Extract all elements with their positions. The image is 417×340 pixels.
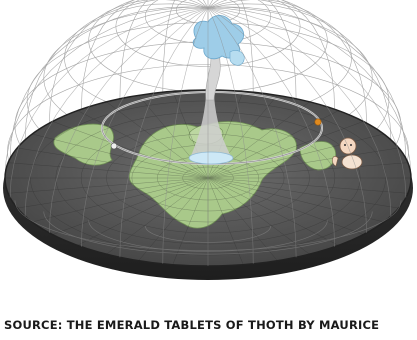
water-fountain-icon (192, 15, 245, 101)
land-mass-east (299, 141, 337, 171)
source-caption: SOURCE: THE EMERALD TABLETS OF THOTH BY … (4, 318, 380, 332)
moon-marker-icon (110, 142, 118, 150)
wireframe-dome-icon (4, 0, 412, 239)
central-vortex-icon (188, 96, 234, 165)
land-mass-west (53, 123, 114, 166)
dome-front-mesh (9, 7, 407, 266)
land-mass-central (128, 121, 297, 229)
continents (53, 121, 337, 229)
sun-marker-icon (314, 118, 322, 126)
